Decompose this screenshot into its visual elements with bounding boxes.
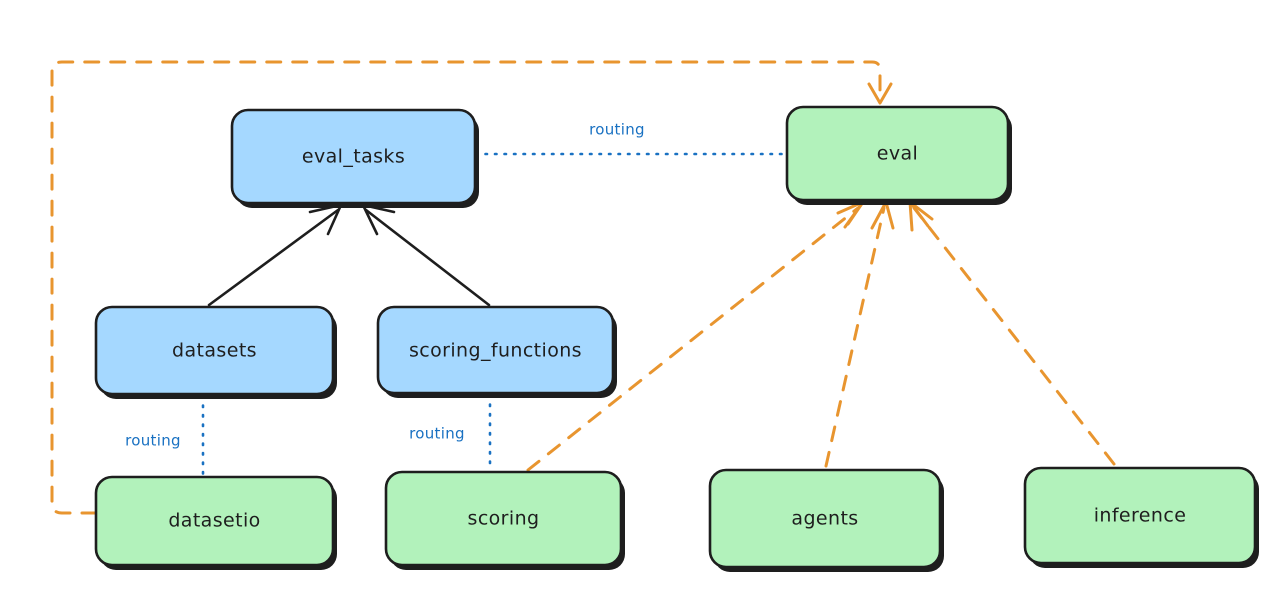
node-scoring-functions[interactable]: scoring_functions <box>376 305 617 398</box>
node-label-agents: agents <box>791 508 858 530</box>
node-agents[interactable]: agents <box>708 468 944 572</box>
edge-label-routing-scoring: routing <box>409 425 465 443</box>
node-label-datasets: datasets <box>172 340 257 362</box>
edge-label-routing-datasetio: routing <box>125 432 181 450</box>
edge-datasetio-to-eval <box>50 60 893 515</box>
node-label-eval: eval <box>877 143 918 165</box>
edge-scoring-functions-to-eval-tasks <box>361 203 491 307</box>
node-label-scoring: scoring <box>468 508 540 530</box>
node-inference[interactable]: inference <box>1023 466 1259 568</box>
node-eval-tasks[interactable]: eval_tasks <box>230 108 479 208</box>
node-label-eval-tasks: eval_tasks <box>302 146 405 168</box>
node-datasetio[interactable]: datasetio <box>94 475 337 570</box>
node-label-datasetio: datasetio <box>168 510 260 532</box>
node-label-inference: inference <box>1094 505 1187 527</box>
node-scoring[interactable]: scoring <box>384 470 625 570</box>
edge-agents-to-eval <box>824 200 895 468</box>
edge-label-routing-eval: routing <box>589 121 645 139</box>
node-datasets[interactable]: datasets <box>94 305 337 399</box>
node-label-scoring-functions: scoring_functions <box>409 340 582 362</box>
node-eval[interactable]: eval <box>785 105 1012 205</box>
edge-datasets-to-eval-tasks <box>207 203 343 307</box>
edge-inference-to-eval <box>908 200 1116 466</box>
